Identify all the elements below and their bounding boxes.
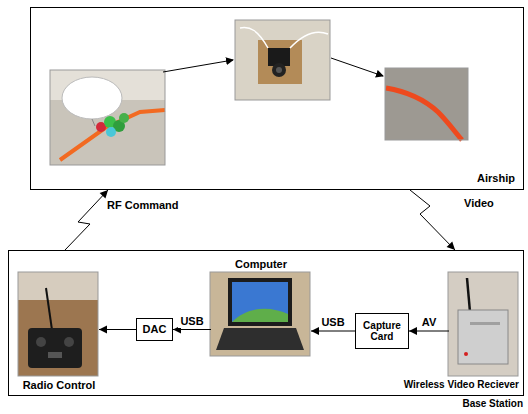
receiver-node: Wireless Video Reciever	[449, 273, 519, 377]
radio-control-photo	[18, 272, 98, 376]
airship-photo	[50, 70, 165, 165]
edge-label: AV	[420, 316, 438, 329]
node-label: Base Station	[462, 398, 523, 410]
connector	[99, 326, 136, 334]
node-label: Radio Control	[23, 379, 96, 392]
dac-box: DAC	[136, 318, 173, 341]
laptop-photo	[210, 272, 310, 356]
arrow-head	[447, 241, 455, 250]
node-label: DAC	[143, 323, 167, 336]
radio-control-node: Radio Control	[19, 273, 99, 377]
airship-region: Airship	[30, 7, 524, 190]
receiver-photo	[448, 272, 518, 376]
connector	[65, 190, 108, 250]
connector-line	[410, 190, 455, 250]
computer-node: Computer	[211, 273, 311, 357]
connector	[410, 190, 455, 250]
arrow-head	[311, 327, 319, 335]
edge-label: USB	[319, 316, 346, 329]
arrow-head	[409, 327, 417, 335]
flow-arrow	[331, 58, 383, 76]
edge-label: RF Command	[105, 199, 181, 212]
capture-card-box: Capture Card	[355, 313, 409, 349]
edge-label: USB	[178, 315, 205, 328]
camera-photo	[235, 20, 330, 100]
node-label: Computer	[235, 258, 287, 271]
connector-line	[65, 190, 108, 250]
node-label: Wireless Video Reciever	[404, 379, 519, 391]
base-station-region: Base StationRadio ControlDACComputerCapt…	[8, 250, 524, 396]
arrow-head	[100, 190, 108, 199]
node-label: Capture Card	[356, 320, 408, 343]
arrow-head	[99, 326, 107, 334]
node-label: Airship	[477, 172, 515, 185]
camera-view-photo	[385, 68, 468, 140]
edge-label: Video	[462, 197, 496, 210]
flow-arrow	[163, 60, 233, 72]
